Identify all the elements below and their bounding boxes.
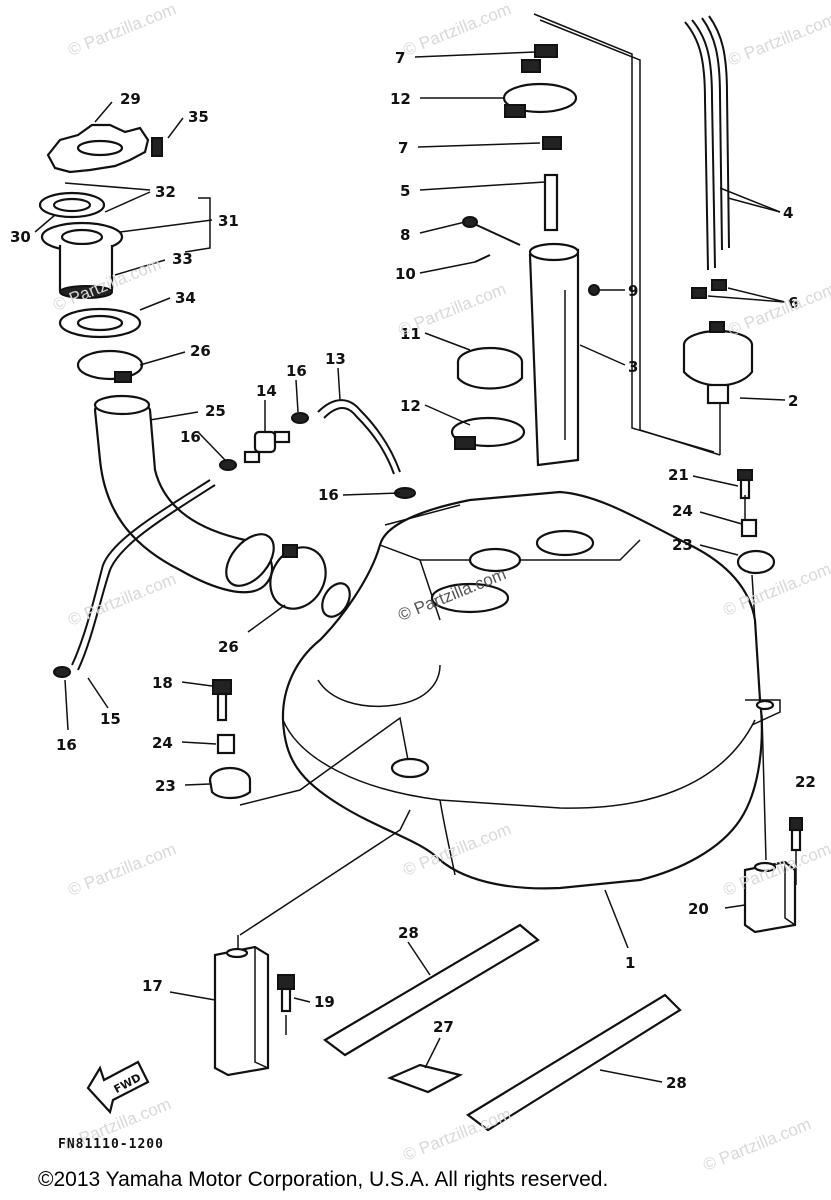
- leader-right-vertical: [744, 495, 797, 885]
- clip-7-mid[interactable]: [542, 136, 562, 150]
- collar-24-left[interactable]: [216, 733, 236, 755]
- bracket-20[interactable]: [743, 860, 797, 934]
- callout-16-c: 16: [318, 486, 339, 504]
- bolt-8[interactable]: [462, 216, 521, 246]
- callout-28-upper: 28: [398, 924, 419, 942]
- callout-18: 18: [152, 674, 173, 692]
- check-valve-14[interactable]: [243, 430, 291, 464]
- callout-10: 10: [395, 265, 416, 283]
- callout-14: 14: [256, 382, 277, 400]
- callout-27: 27: [433, 1018, 454, 1036]
- callout-28-lower: 28: [666, 1074, 687, 1092]
- callout-31: 31: [218, 212, 239, 230]
- callout-5: 5: [400, 182, 410, 200]
- clip-16-a[interactable]: [219, 459, 237, 471]
- callout-26-lower: 26: [218, 638, 239, 656]
- filler-neck[interactable]: [40, 221, 124, 299]
- grommet-23-right[interactable]: [736, 549, 776, 575]
- rubber-strip-28-upper[interactable]: [323, 923, 540, 1057]
- screw-35[interactable]: [151, 137, 163, 157]
- callout-8: 8: [400, 226, 410, 244]
- callout-26-upper: 26: [190, 342, 211, 360]
- clamp-12-top[interactable]: [502, 82, 578, 118]
- diagram-code: FN81110-1200: [58, 1137, 164, 1152]
- callout-34: 34: [175, 289, 196, 307]
- washer-10[interactable]: [474, 254, 491, 263]
- callout-32: 32: [155, 183, 176, 201]
- leader-left-mount: [237, 716, 411, 950]
- callout-13: 13: [325, 350, 346, 368]
- callout-7-top: 7: [395, 49, 405, 67]
- nut-9[interactable]: [588, 284, 600, 296]
- callout-16-b: 16: [286, 362, 307, 380]
- callout-3: 3: [628, 358, 638, 376]
- callout-25: 25: [205, 402, 226, 420]
- callout-9: 9: [628, 282, 638, 300]
- callout-11: 11: [400, 325, 421, 343]
- callout-33: 33: [172, 250, 193, 268]
- bolt-22[interactable]: [789, 817, 803, 852]
- clip-16-d[interactable]: [53, 666, 71, 678]
- bolt-18[interactable]: [212, 679, 232, 722]
- pump-tube-3[interactable]: [528, 242, 580, 467]
- hose-loop: [533, 13, 721, 456]
- clip-16-b[interactable]: [291, 412, 309, 424]
- hose-clamp-26-lower[interactable]: [259, 537, 336, 618]
- callout-24-right: 24: [672, 502, 693, 520]
- fuel-lines-4[interactable]: [684, 15, 730, 271]
- callout-19: 19: [314, 993, 335, 1011]
- hose-13[interactable]: [317, 399, 401, 475]
- callout-35: 35: [188, 108, 209, 126]
- collar-24-right[interactable]: [740, 518, 758, 538]
- tank-grommet[interactable]: [317, 578, 356, 621]
- gasket-30[interactable]: [38, 191, 106, 219]
- callout-22: 22: [795, 773, 816, 791]
- callout-1: 1: [625, 954, 635, 972]
- pad-27[interactable]: [387, 1063, 464, 1094]
- callout-7-mid: 7: [398, 139, 408, 157]
- fuel-cap[interactable]: [46, 123, 150, 174]
- callout-12-lower: 12: [400, 397, 421, 415]
- callout-29: 29: [120, 90, 141, 108]
- filler-hose[interactable]: [93, 394, 283, 595]
- gasket-34[interactable]: [58, 307, 142, 339]
- callout-30: 30: [10, 228, 31, 246]
- rod-5[interactable]: [543, 173, 559, 232]
- fuel-pump-2[interactable]: [682, 321, 754, 405]
- callout-23-left: 23: [155, 777, 176, 795]
- callout-21: 21: [668, 466, 689, 484]
- callout-16-d: 16: [56, 736, 77, 754]
- callout-20: 20: [688, 900, 709, 918]
- callout-6: 6: [788, 294, 798, 312]
- clips-6[interactable]: [691, 279, 727, 299]
- bolt-21[interactable]: [737, 469, 753, 500]
- clip-7-top[interactable]: [521, 44, 558, 73]
- callout-16-a: 16: [180, 428, 201, 446]
- callout-4: 4: [783, 204, 793, 222]
- callout-24-left: 24: [152, 734, 173, 752]
- callout-15: 15: [100, 710, 121, 728]
- cap-11[interactable]: [456, 346, 524, 390]
- callout-17: 17: [142, 977, 163, 995]
- hose-clamp-26-upper[interactable]: [76, 349, 144, 383]
- callout-2: 2: [788, 392, 798, 410]
- grommet-23-left[interactable]: [208, 766, 252, 800]
- bolt-19[interactable]: [277, 974, 295, 1035]
- callout-labels: 29 35 32 30 31 33 34 26 25 16 14 16 13 1…: [10, 49, 816, 1092]
- fuel-tank[interactable]: [281, 490, 781, 890]
- callout-23-right: 23: [672, 536, 693, 554]
- copyright-notice: ©2013 Yamaha Motor Corporation, U.S.A. A…: [38, 1168, 609, 1191]
- clamp-12-lower[interactable]: [450, 416, 526, 450]
- rubber-strip-28-lower[interactable]: [466, 993, 682, 1132]
- breather-hose-15[interactable]: [71, 479, 216, 671]
- bracket-17[interactable]: [213, 945, 270, 1077]
- leader-lines: [34, 51, 786, 1083]
- callout-12-top: 12: [390, 90, 411, 108]
